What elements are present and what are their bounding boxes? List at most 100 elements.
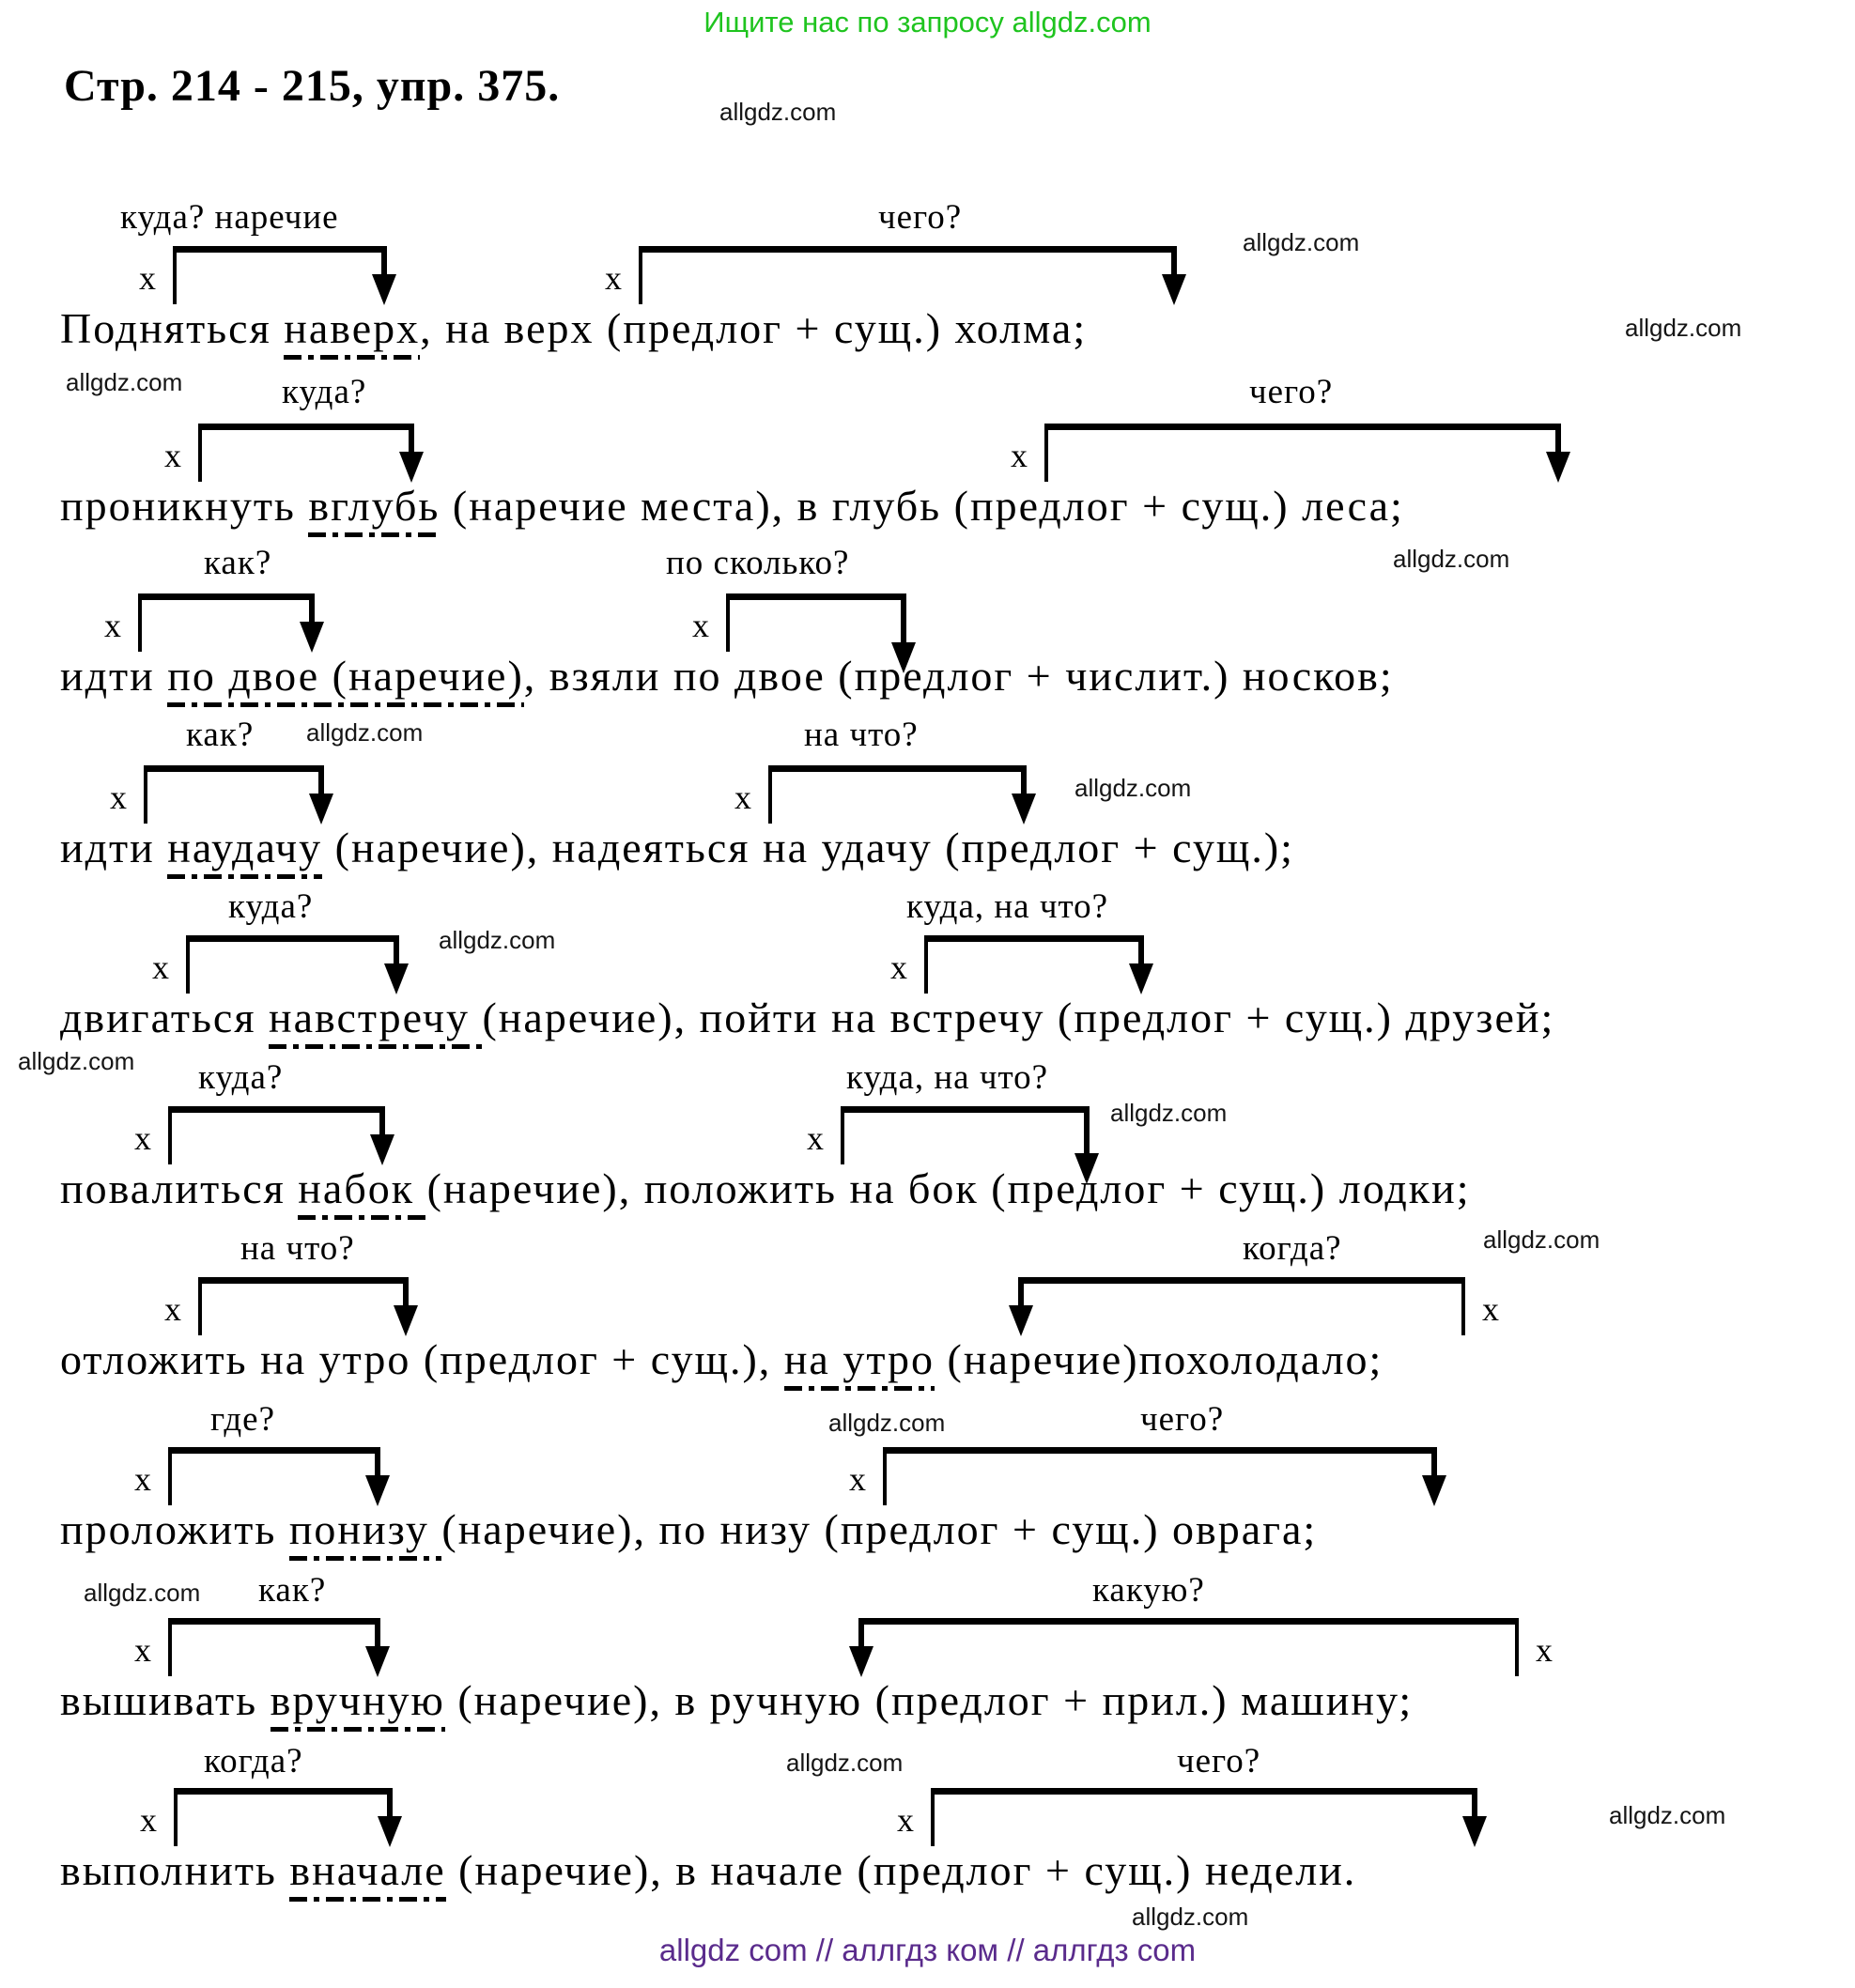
sentence-line: двигаться навстречу (наречие), пойти на … [60,993,1555,1049]
head-word-marker: x [134,1460,151,1498]
sentence-segment: отложить на утро (предлог + сущ.), [60,1335,784,1383]
sentence-segment: (наречие), надеяться на удачу (предлог +… [322,824,1294,871]
head-word-marker: x [1011,437,1028,474]
arrow-stem [841,1112,844,1164]
arrow-drop [381,252,387,276]
watermark: allgdz.com [1393,545,1510,573]
sentence-segment: идти [60,652,168,700]
arrow-stem [186,941,190,994]
head-word-marker: x [140,1801,157,1839]
relation-arrow: x [164,1277,418,1343]
arrow-stem [168,1453,172,1505]
watermark: allgdz.com [828,1409,946,1437]
arrow-drop [858,1624,864,1648]
question-label: куда, на что? [906,887,1109,926]
sentence-segment: (наречие), в начале (предлог + сущ.) нед… [445,1846,1357,1894]
sentence-segment: вышивать [60,1676,271,1724]
head-word-marker: x [890,948,907,986]
arrow-stem [1461,1283,1465,1335]
relation-arrow: x [1011,424,1570,489]
arrow-drop [1138,941,1144,965]
relation-arrow: x [134,1447,390,1513]
arrow-stem [639,252,642,304]
arrow-drop [409,429,414,454]
sentence-segment: вручную [270,1676,445,1732]
head-word-marker: x [139,259,156,297]
watermark: allgdz.com [1074,774,1192,802]
arrow-bar [1044,424,1561,430]
arrow-stem [931,1794,935,1846]
relation-arrow: x [849,1618,1553,1684]
sentence-segment: по двое (наречие) [167,652,524,707]
question-label: куда? [198,1058,284,1097]
arrow-bar [924,935,1144,942]
question-label: когда? [1243,1229,1342,1268]
arrowhead-down-icon [300,622,324,653]
relation-arrow: x [134,1106,394,1172]
watermark: allgdz.com [1609,1801,1726,1829]
sentence-line: отложить на утро (предлог + сущ.), на ут… [60,1334,1383,1391]
arrow-bar [931,1788,1477,1795]
relation-arrow: x [140,1788,402,1854]
watermark: allgdz.com [18,1047,135,1075]
sentence-segment: (наречие), пойти на встречу (предлог + с… [482,994,1555,1041]
arrow-bar [841,1106,1090,1113]
sentence-segment: наверх [284,304,421,360]
head-word-marker: x [104,607,121,644]
arrowhead-down-icon [891,642,916,673]
arrowhead-down-icon [1162,274,1186,305]
arrowhead-down-icon [370,1134,394,1165]
arrow-bar [198,1277,409,1284]
arrow-drop [901,599,906,644]
watermark: allgdz.com [1483,1225,1600,1254]
watermark: allgdz.com [439,926,556,954]
arrow-drop [379,1112,385,1136]
sentence-line: проникнуть вглубь (наречие места), в глу… [60,481,1404,537]
arrowhead-down-icon [1422,1475,1446,1506]
arrow-drop [1431,1453,1437,1477]
sentence-segment: выполнить [60,1846,290,1894]
relation-arrow: x [807,1106,1099,1184]
question-label: чего? [1249,373,1334,411]
arrowhead-down-icon [309,794,333,824]
head-word-marker: x [164,437,181,474]
sentence-segment: вначале [289,1846,446,1902]
arrow-drop [1555,429,1561,454]
arrow-bar [173,246,387,253]
watermark: allgdz.com [84,1579,201,1607]
arrow-stem [1515,1624,1519,1676]
watermark: allgdz.com [1625,314,1742,342]
sentence-segment: , на верх (предлог + сущ.) холма; [420,304,1088,352]
arrow-bar [186,935,399,942]
arrowhead-down-icon [1546,452,1570,483]
sentence-segment: идти [60,824,168,871]
arrow-stem [883,1453,887,1505]
arrow-drop [403,1283,409,1307]
arrow-drop [387,1794,393,1818]
watermark: allgdz.com [719,98,837,126]
arrow-drop [1084,1112,1090,1155]
relation-arrow: x [104,593,324,659]
question-label: куда, на что? [846,1058,1049,1097]
sentence-segment: двигаться [60,994,269,1041]
arrow-drop [1018,1283,1024,1307]
relation-arrow: x [897,1788,1487,1854]
relation-arrow: x [164,424,424,489]
relation-arrow: x [849,1447,1446,1513]
arrow-bar [1018,1277,1465,1284]
arrow-bar [858,1618,1519,1625]
question-label: чего? [878,198,963,237]
sentence-segment: Подняться [60,304,285,352]
relation-arrow: x [692,593,916,673]
arrow-drop [1171,252,1177,276]
sentence-line: вышивать вручную (наречие), в ручную (пр… [60,1675,1413,1732]
arrowhead-down-icon [1009,1305,1033,1336]
question-label: как? [204,544,272,582]
arrow-bar [883,1447,1437,1454]
arrow-bar [168,1106,385,1113]
head-word-marker: x [807,1119,824,1157]
head-word-marker: x [110,778,127,816]
sentence-line: идти наудачу (наречие), надеяться на уда… [60,823,1294,879]
arrow-drop [1021,771,1027,795]
arrow-bar [768,765,1027,772]
